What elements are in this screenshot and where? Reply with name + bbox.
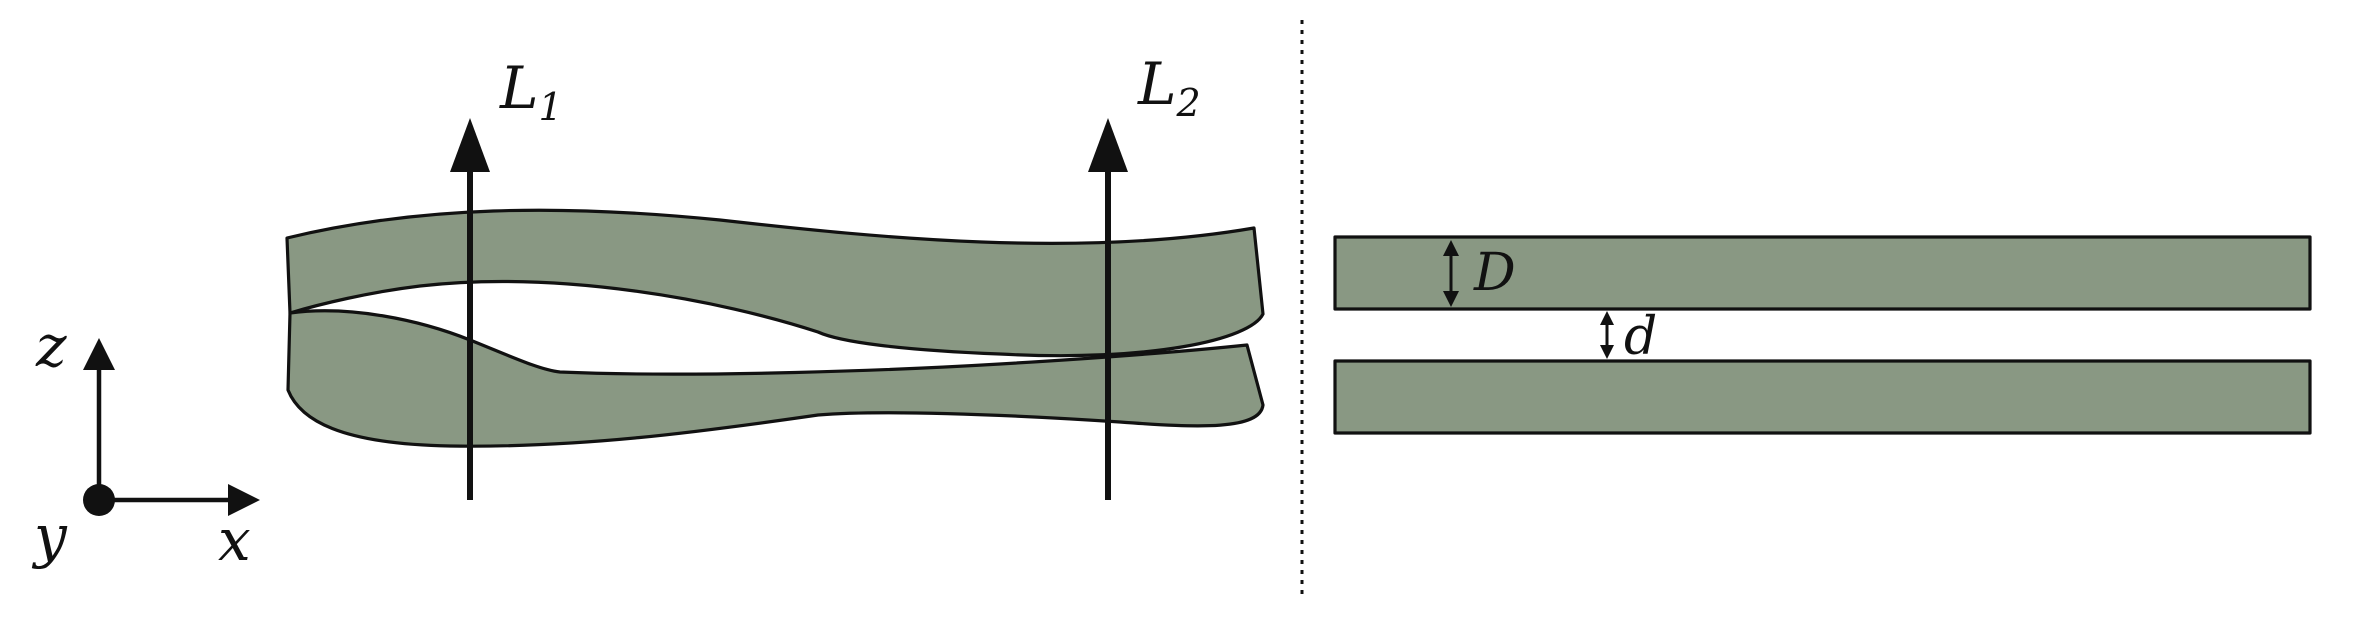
upper-flat-strip xyxy=(1333,235,2312,311)
parallel-strips-panel: D d xyxy=(1333,235,2312,435)
coordinate-axes: z y x xyxy=(31,312,260,574)
upper-twisted-strip xyxy=(285,208,1265,358)
lower-twisted-strip xyxy=(286,309,1265,448)
twisted-strips-panel: L1 L2 xyxy=(285,50,1265,500)
line-l1-arrowhead xyxy=(450,118,490,172)
thickness-arrowhead-top xyxy=(1443,240,1459,256)
line-l2-arrowhead xyxy=(1088,118,1128,172)
label-gap-d-lower: d xyxy=(1624,307,1657,367)
x-axis-arrowhead xyxy=(228,484,260,516)
label-l1: L1 xyxy=(499,54,563,129)
y-axis-dot xyxy=(83,484,115,516)
label-y: y xyxy=(31,502,68,570)
label-thickness-d-upper: D xyxy=(1473,243,1516,303)
label-l2: L2 xyxy=(1137,50,1201,125)
label-x: x xyxy=(218,506,251,574)
gap-arrowhead-bottom xyxy=(1600,345,1614,359)
gap-arrowhead-top xyxy=(1600,311,1614,325)
lower-flat-strip xyxy=(1333,359,2312,435)
z-axis-arrowhead xyxy=(83,338,115,370)
label-z: z xyxy=(35,312,67,380)
thickness-arrowhead-bottom xyxy=(1443,291,1459,307)
